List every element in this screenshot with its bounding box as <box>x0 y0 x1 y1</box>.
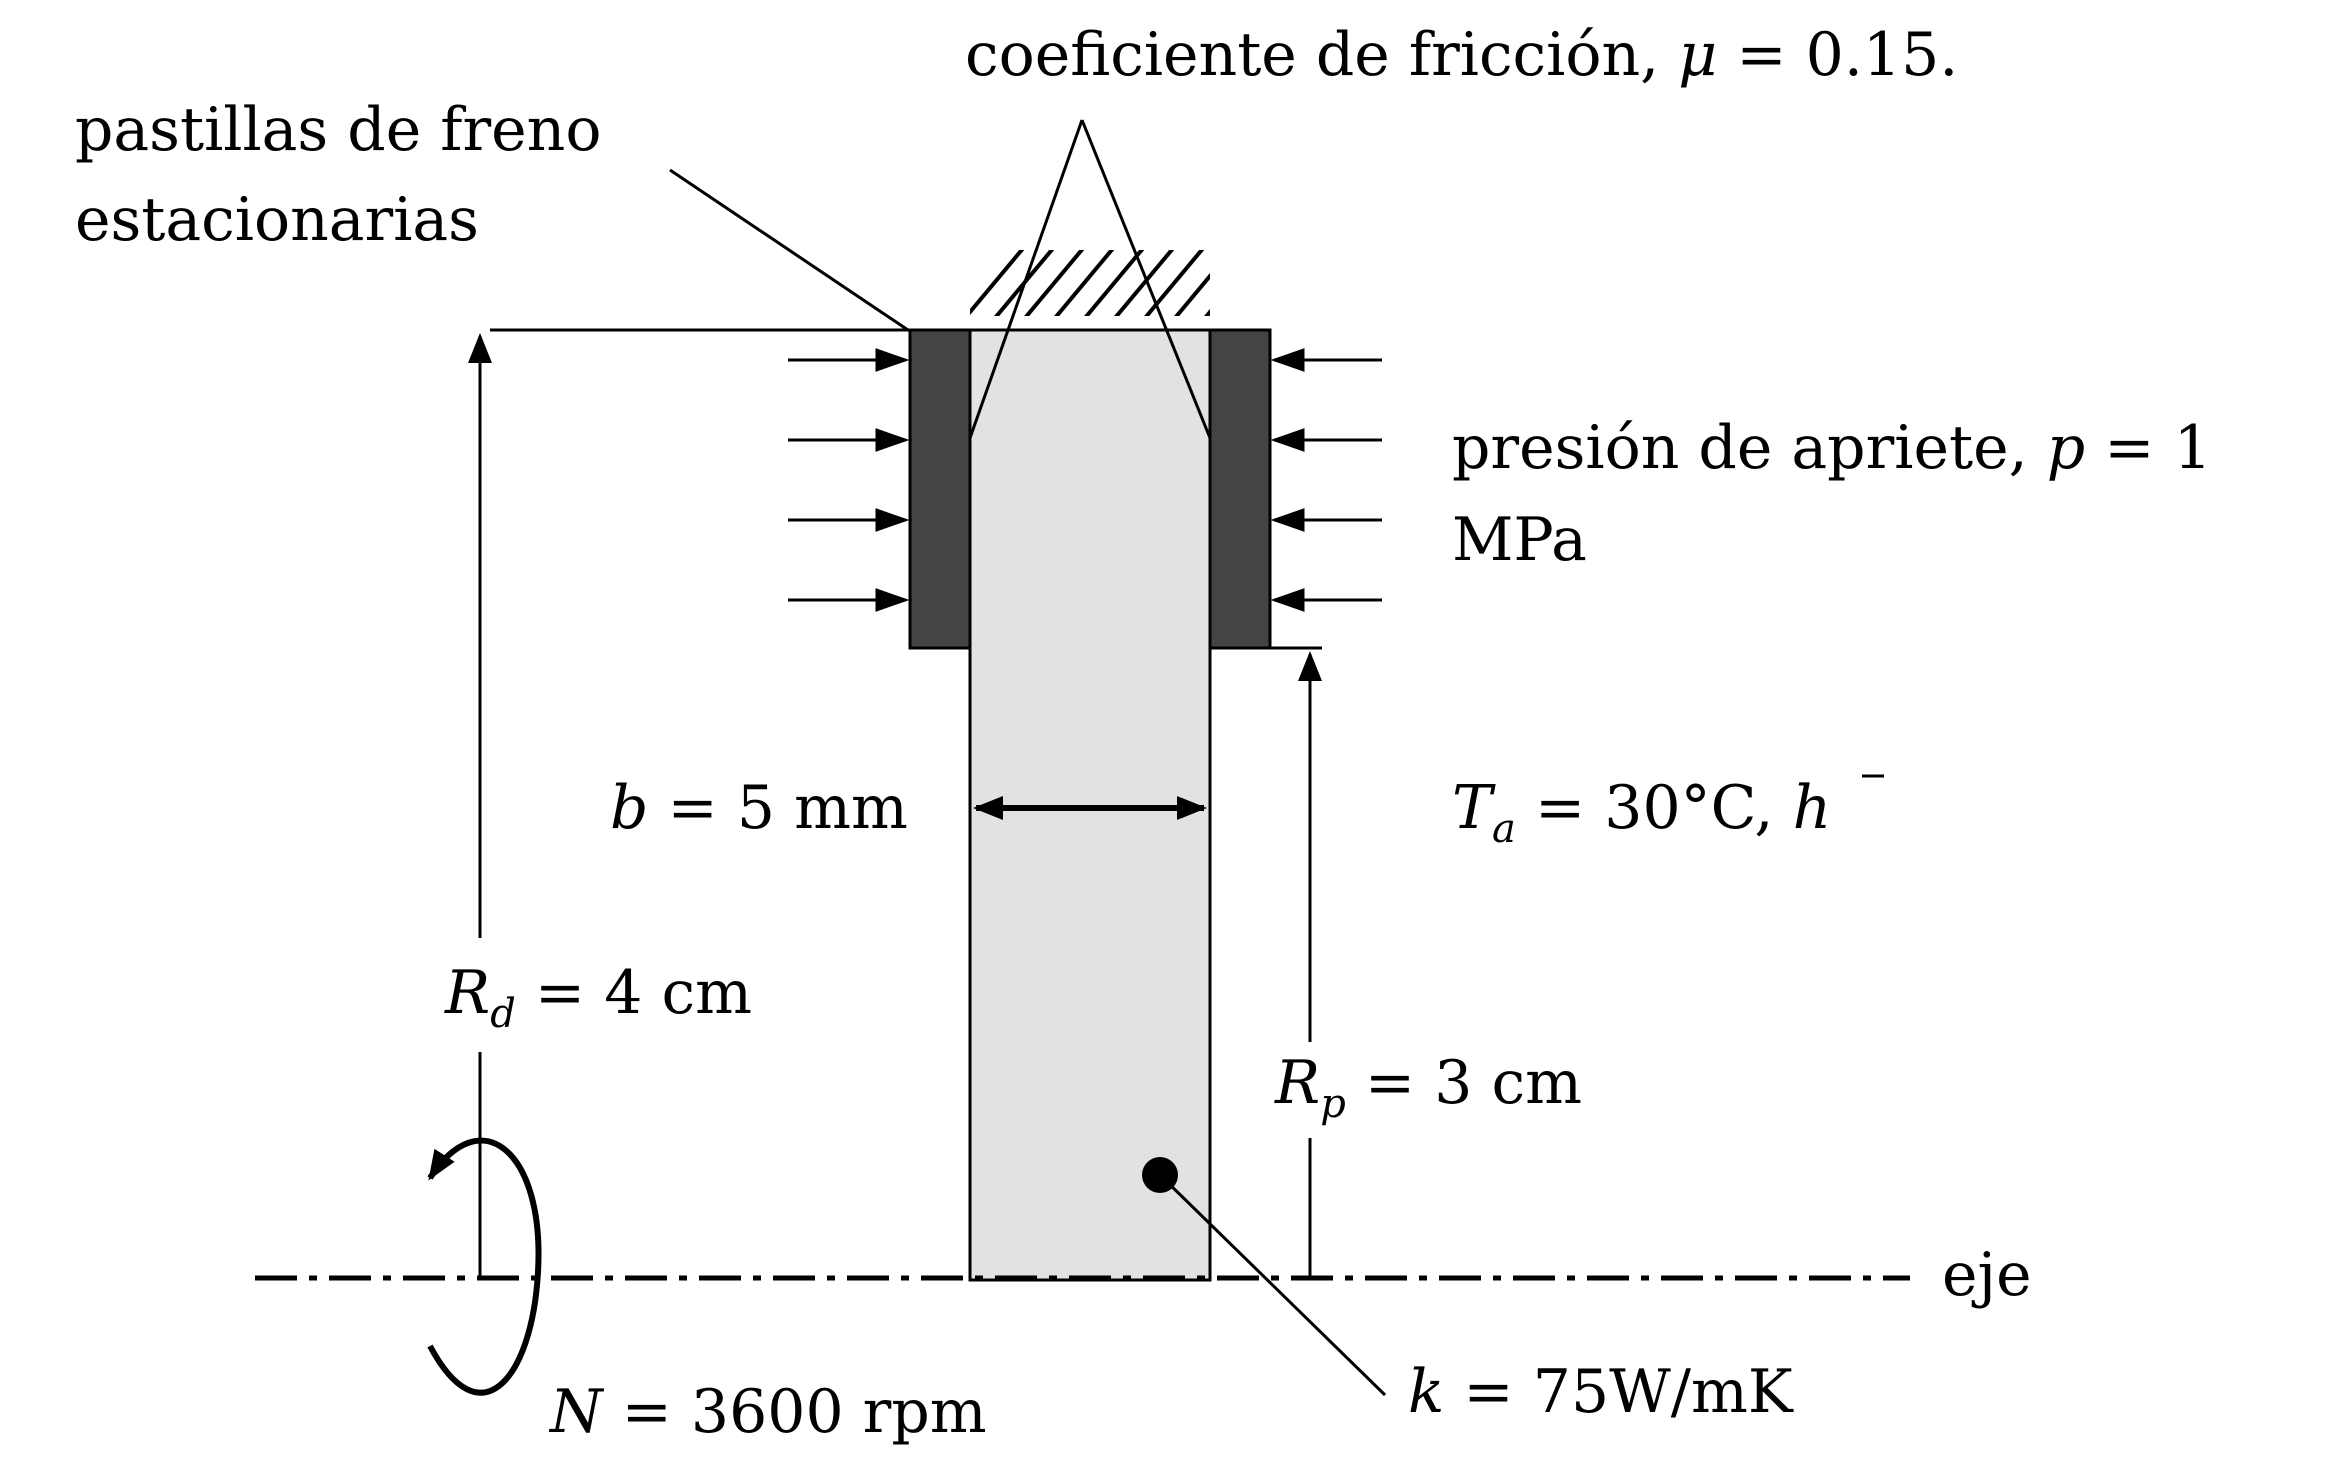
disk-radius-label: Rd = 4 cm <box>444 958 752 1037</box>
fixed-support-hatch <box>970 250 1210 316</box>
conductivity-label: k = 75W/mK <box>1408 1357 1794 1427</box>
thickness-label: b = 5 mm <box>610 773 908 843</box>
pads-label-line1: pastillas de freno <box>75 95 601 165</box>
left-brake-pad <box>908 328 972 650</box>
pressure-arrows-left <box>788 348 910 612</box>
axis-label: eje <box>1942 1240 2032 1310</box>
pressure-label-line2: MPa <box>1452 505 1587 575</box>
pads-leader <box>669 168 909 332</box>
pressure-label-line1: presión de apriete, p = 1 <box>1452 413 2212 483</box>
pad-radius-label: Rp = 3 cm <box>1274 1048 1582 1127</box>
friction-label: coeficiente de fricción, μ = 0.15. <box>965 20 1958 90</box>
pads-label-line2: estacionarias <box>75 185 479 255</box>
ambient-label: Ta = 30°C, h <box>1452 773 1884 852</box>
friction-leader <box>968 119 1212 439</box>
speed-label: N = 3600 rpm <box>548 1377 987 1447</box>
right-brake-pad <box>1208 328 1272 650</box>
conductivity-leader <box>1158 1173 1387 1397</box>
svg-text:Ta = 30°C, h: Ta = 30°C, h <box>1452 773 1831 852</box>
rotation-arrow-icon <box>427 1137 542 1396</box>
pressure-arrows-right <box>1270 348 1382 612</box>
